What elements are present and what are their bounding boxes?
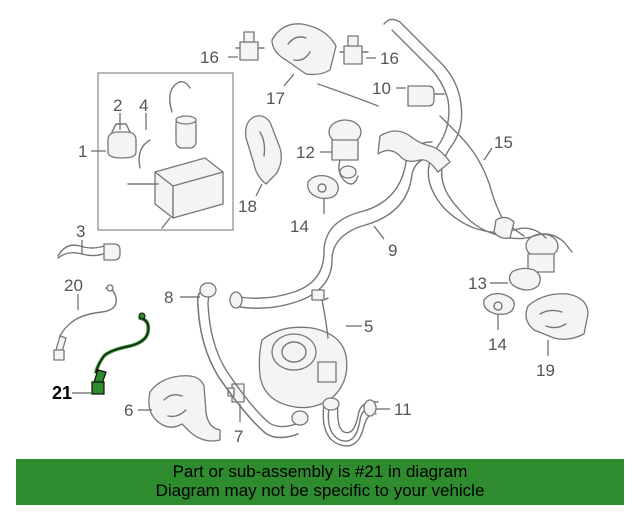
callout-21: 21 — [52, 383, 72, 403]
part-14-gasket-upper[interactable] — [307, 174, 339, 199]
callout-17: 17 — [266, 89, 285, 108]
callout-20: 20 — [64, 276, 83, 295]
part-16-solenoid-left[interactable] — [235, 31, 265, 61]
callout-15: 15 — [494, 133, 513, 152]
info-banner: Part or sub-assembly is #21 in diagram D… — [16, 459, 624, 505]
pipe-fitting — [291, 410, 309, 426]
callout-11: 11 — [394, 400, 412, 419]
callout-5: 5 — [364, 317, 373, 336]
parts-diagram: 1 2 4 3 20 21 6 7 8 9 5 11 12 13 14 14 1… — [52, 18, 589, 447]
callout-7: 7 — [234, 427, 243, 446]
part-5-air-pump[interactable] — [258, 289, 348, 409]
callout-labels: 1 2 4 3 20 21 6 7 8 9 5 11 12 13 14 14 1… — [52, 48, 555, 446]
banner-line-1: Part or sub-assembly is #21 in diagram — [172, 462, 468, 481]
part-19-bracket[interactable] — [525, 293, 589, 340]
part-14-gasket-lower[interactable] — [483, 292, 515, 315]
part-10-connector[interactable] — [407, 85, 445, 107]
part-20-sensor[interactable] — [53, 284, 117, 361]
callout-18: 18 — [238, 197, 257, 216]
part-3-connector[interactable] — [57, 243, 121, 261]
part-8-hose[interactable] — [196, 282, 299, 439]
part-17-bracket[interactable] — [271, 23, 379, 107]
callout-16-left: 16 — [200, 48, 219, 67]
callout-9: 9 — [388, 241, 397, 260]
canister-filter — [175, 115, 197, 149]
evap-canister — [127, 157, 224, 229]
callout-12: 12 — [296, 143, 315, 162]
part-7-sensor[interactable] — [227, 383, 245, 403]
part-2-valve[interactable] — [107, 123, 137, 159]
callout-13: 13 — [468, 274, 487, 293]
callout-2: 2 — [113, 96, 122, 115]
part-18-bracket[interactable] — [244, 115, 282, 185]
part-21-sensor-highlight[interactable] — [91, 312, 151, 395]
callout-4: 4 — [139, 96, 148, 115]
callout-16-right: 16 — [380, 49, 399, 68]
callout-8: 8 — [164, 288, 173, 307]
part-11-pipe[interactable] — [322, 397, 379, 447]
callout-6: 6 — [124, 401, 133, 420]
callout-14-lower: 14 — [488, 335, 507, 354]
part-4-hose[interactable] — [138, 139, 151, 169]
part-12-valve[interactable] — [328, 119, 362, 185]
callout-19: 19 — [536, 361, 555, 380]
callout-1: 1 — [78, 142, 87, 161]
part-13-valve[interactable] — [508, 233, 559, 291]
box-upper-hose — [169, 81, 191, 113]
callout-3: 3 — [76, 222, 85, 241]
leader-lines — [72, 56, 549, 422]
callout-14-upper: 14 — [290, 217, 309, 236]
part-6-bracket[interactable] — [148, 375, 221, 442]
callout-10: 10 — [372, 79, 391, 98]
part-15-pipe[interactable] — [377, 18, 573, 253]
part-16-solenoid-right[interactable] — [339, 35, 369, 65]
banner-line-2: Diagram may not be specific to your vehi… — [155, 481, 485, 500]
